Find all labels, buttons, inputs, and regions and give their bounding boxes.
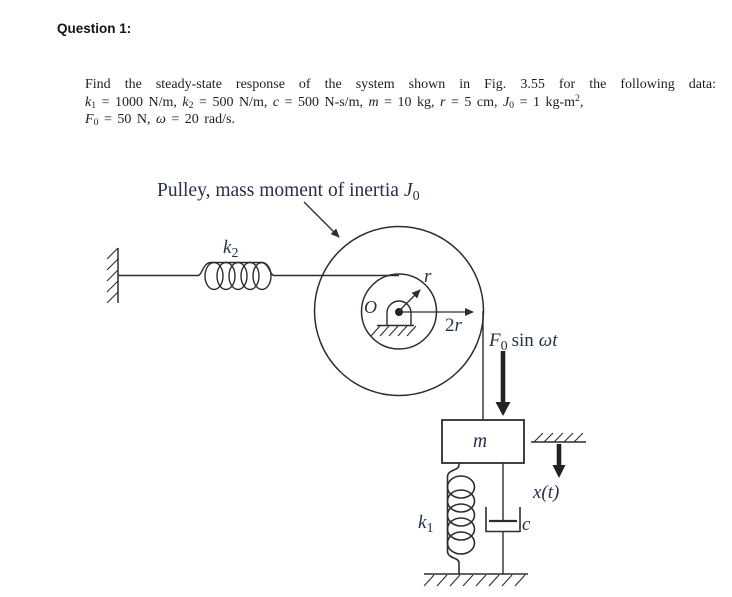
spring-k2 bbox=[118, 261, 399, 291]
pivot-support bbox=[370, 300, 417, 337]
wall-anchor bbox=[106, 247, 119, 304]
damper bbox=[485, 463, 521, 574]
wall-hatching bbox=[106, 247, 119, 304]
radius-r-label: r bbox=[424, 266, 432, 287]
pulley-callout-arrow bbox=[303, 201, 340, 238]
spring-k1 bbox=[446, 463, 476, 574]
mass-block bbox=[441, 419, 525, 464]
mass-label: m bbox=[473, 431, 487, 452]
problem-statement: Find the steady-state response of the sy… bbox=[85, 76, 716, 129]
radius-2r-label: 2r bbox=[445, 315, 463, 336]
spring-k2-label: k2 bbox=[223, 237, 238, 261]
radius-r-arrow bbox=[398, 289, 421, 312]
pivot-hatching bbox=[370, 325, 417, 337]
damper-label: c bbox=[522, 514, 531, 535]
problem-line-2: k1 = 1000 N/m, k2 = 500 N/m, c = 500 N-s… bbox=[85, 92, 584, 111]
force-arrow bbox=[495, 351, 511, 416]
ground bbox=[423, 573, 528, 587]
reference-hatching bbox=[533, 432, 584, 443]
ground-hatching bbox=[423, 574, 526, 587]
problem-line-1: Find the steady-state response of the sy… bbox=[85, 77, 716, 92]
question-heading: Question 1: bbox=[57, 21, 132, 36]
spring-k1-label: k1 bbox=[418, 512, 433, 536]
displacement-arrow bbox=[552, 444, 566, 478]
displacement-reference bbox=[531, 432, 586, 478]
problem-line-3: F0 = 50 N, ω = 20 rad/s. bbox=[85, 112, 235, 129]
pivot-center-label: O bbox=[364, 297, 377, 317]
displacement-label: x(t) bbox=[532, 482, 559, 503]
